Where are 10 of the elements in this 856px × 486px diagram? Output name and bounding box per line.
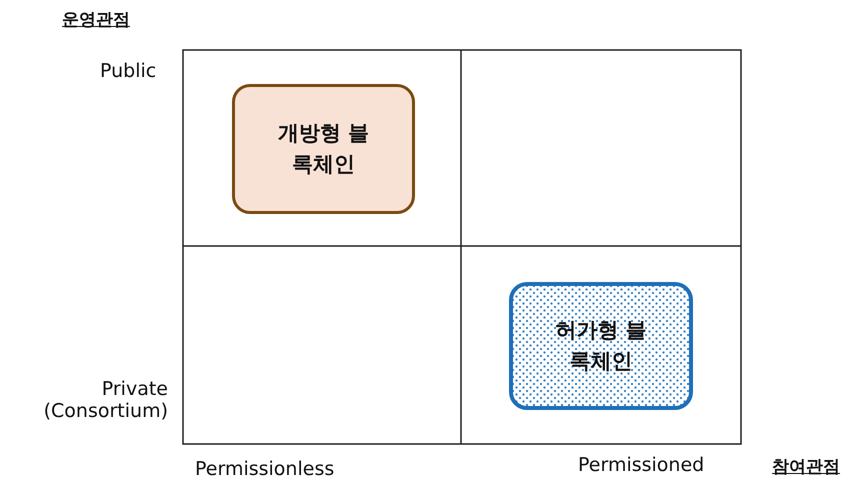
axis-label: Private (Consortium) bbox=[42, 378, 168, 422]
node-label: 개방형 블록체인 bbox=[276, 120, 370, 178]
node-label: 허가형 블록체인 bbox=[554, 316, 648, 375]
axis-label: Permissionless bbox=[195, 458, 334, 480]
axis-title: 참여관점 bbox=[772, 456, 840, 478]
open-blockchain-box bbox=[232, 84, 415, 214]
axis-label: Permissioned bbox=[578, 454, 704, 476]
permissioned-blockchain-box bbox=[509, 282, 693, 410]
axis-label: Public bbox=[100, 60, 156, 82]
axis-title: 운영관점 bbox=[62, 9, 130, 31]
